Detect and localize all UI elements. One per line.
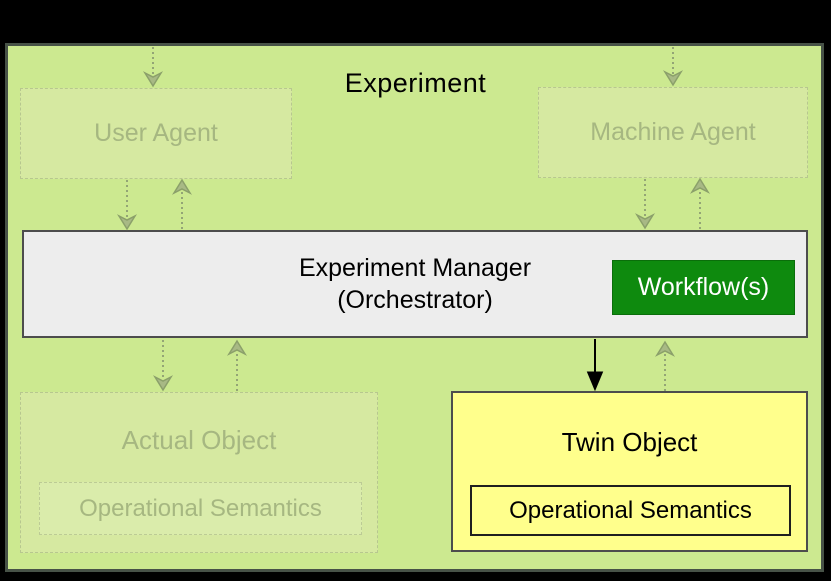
actual-object-box[interactable]: Actual Object Operational Semantics xyxy=(20,392,378,553)
actual-operational-semantics-label: Operational Semantics xyxy=(79,494,322,522)
actual-operational-semantics-box[interactable]: Operational Semantics xyxy=(39,482,362,535)
experiment-title: Experiment xyxy=(344,68,487,98)
machine-agent-label: Machine Agent xyxy=(590,118,756,146)
twin-operational-semantics-box[interactable]: Operational Semantics xyxy=(470,485,791,536)
workflow-button[interactable]: Workflow(s) xyxy=(612,260,795,315)
experiment-manager-label-line1: Experiment Manager xyxy=(298,254,532,282)
workflow-label: Workflow(s) xyxy=(637,273,770,301)
twin-object-box[interactable]: Twin Object Operational Semantics xyxy=(451,391,808,552)
experiment-manager-label-line2: (Orchestrator) xyxy=(337,286,493,314)
user-agent-box[interactable]: User Agent xyxy=(20,88,292,179)
twin-operational-semantics-label: Operational Semantics xyxy=(509,496,752,524)
user-agent-label: User Agent xyxy=(94,119,218,147)
actual-object-label: Actual Object xyxy=(121,425,277,455)
machine-agent-box[interactable]: Machine Agent xyxy=(538,87,808,178)
experiment-manager-box[interactable]: Experiment Manager (Orchestrator) Workfl… xyxy=(22,230,808,338)
twin-object-label: Twin Object xyxy=(561,427,698,457)
